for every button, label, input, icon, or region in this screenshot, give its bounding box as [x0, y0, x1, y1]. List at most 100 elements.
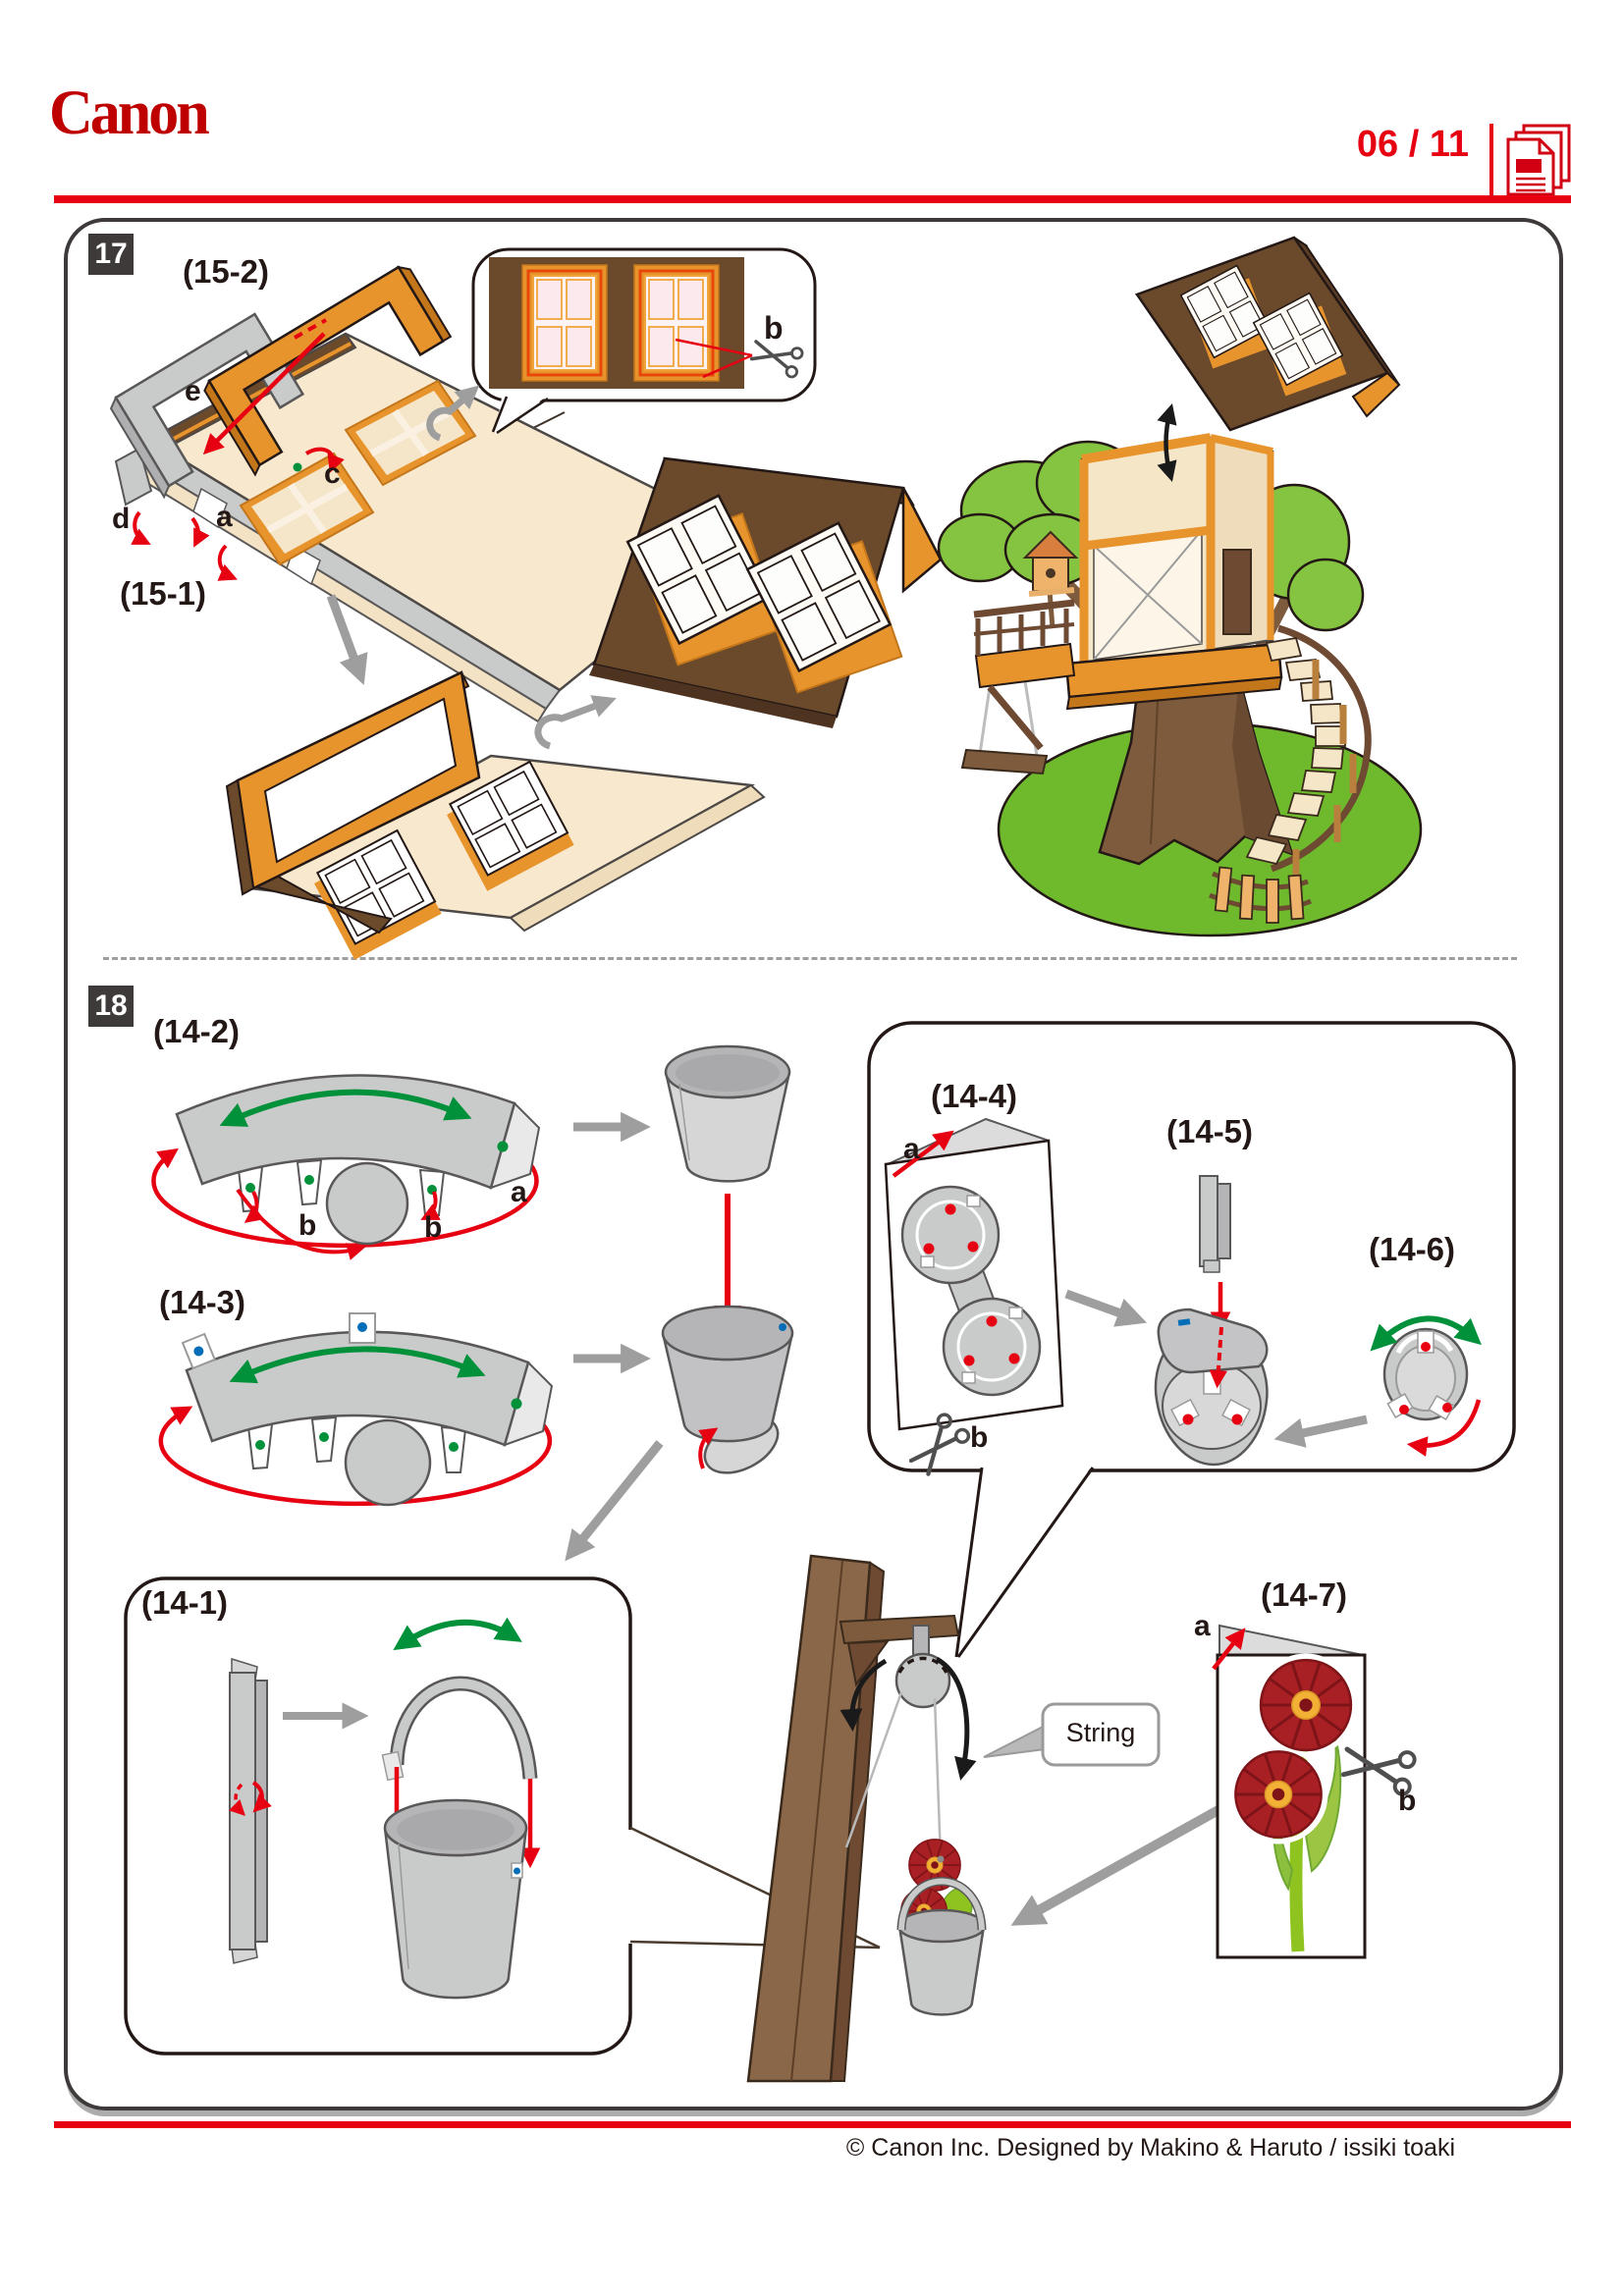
roof-window-right — [745, 521, 903, 694]
fold-line-dashed — [294, 318, 327, 340]
floating-roof — [1134, 236, 1401, 432]
header-rule — [54, 195, 1571, 203]
to-panel-arrow — [565, 1440, 664, 1562]
ring-label-b-right: b — [424, 1211, 443, 1244]
footer-rule — [54, 2121, 1571, 2128]
page-thumbnail — [1516, 159, 1542, 173]
handle-strip-flat — [228, 1657, 272, 1964]
dumbbell-piece — [900, 1185, 1042, 1397]
pulley-on-post — [894, 1652, 951, 1709]
canon-logo: Canon — [49, 78, 210, 148]
pulley-card-14-4 — [884, 1117, 1064, 1480]
fold-arrow-a — [190, 516, 210, 548]
header-divider-line — [1489, 124, 1493, 198]
axle-label-b: b — [970, 1421, 989, 1454]
point-label-c: c — [324, 457, 341, 490]
page-number: 06 / 11 — [1356, 124, 1469, 165]
point-label-d: d — [112, 503, 131, 535]
flower-label-b: b — [1398, 1785, 1417, 1817]
step18-illustration — [124, 1021, 1516, 2083]
insert-arrow-e — [202, 332, 326, 455]
axle-label-a: a — [903, 1133, 920, 1165]
callout-window-left — [521, 264, 608, 382]
string-right — [933, 1697, 943, 1860]
callout-window-right — [633, 264, 720, 382]
wrap-around-arrow — [151, 1148, 539, 1249]
string-callout-box — [983, 1702, 1161, 1767]
part-label-15-1: (15-1) — [120, 575, 207, 612]
part-label-14-3: (14-3) — [159, 1284, 246, 1320]
roof-panel-15-1 — [114, 332, 752, 723]
birdhouse — [1022, 530, 1079, 629]
part-label-14-4: (14-4) — [931, 1078, 1018, 1114]
floating-roof-window-right — [1252, 292, 1347, 397]
fold-bottom-arrow — [697, 1427, 719, 1469]
cut-label-b: b — [764, 310, 784, 346]
step-divider-dashed — [103, 957, 1517, 960]
spiral-stairs — [1209, 624, 1372, 924]
curve-direction-arrow — [219, 1089, 472, 1127]
string-path-arrow-left — [839, 1658, 888, 1733]
flower-label-a: a — [1194, 1610, 1211, 1642]
next-step-arrow-down — [326, 594, 368, 686]
ring-strip-14-2 — [151, 1074, 541, 1260]
ring-label-b-left: b — [298, 1209, 317, 1242]
ring-strip-14-3 — [158, 1312, 554, 1507]
page-text-lines — [1516, 177, 1545, 192]
rotate-arrow-green — [1370, 1315, 1482, 1352]
flip-over-arrow-top — [426, 385, 480, 442]
flip-over-arrow-bottom — [534, 695, 617, 750]
hanging-flower-bucket — [896, 1839, 987, 2016]
part-label-15-2: (15-2) — [183, 253, 270, 290]
flower-artwork — [1228, 1653, 1358, 1952]
part-label-14-5: (14-5) — [1166, 1113, 1254, 1149]
footer-copyright: © Canon Inc. Designed by Makino & Haruto… — [845, 2134, 1455, 2162]
swing-arrow-green — [393, 1617, 522, 1651]
point-label-a: a — [216, 501, 233, 533]
ring-label-a: a — [511, 1176, 527, 1208]
instruction-panel — [64, 218, 1563, 2110]
assemble-arrow-4 — [1273, 1415, 1368, 1448]
bucket-body — [661, 1305, 794, 1474]
swing — [960, 680, 1049, 775]
folded-window-right — [446, 760, 574, 891]
fold-arrow-d — [131, 510, 151, 545]
panel-window-left — [239, 452, 375, 566]
page-dogear — [1538, 139, 1553, 155]
string-path-arrow-right — [935, 1656, 977, 1781]
wrap-around-arrow — [158, 1406, 553, 1507]
part-label-14-2: (14-2) — [153, 1013, 241, 1049]
pulley-assembly — [1154, 1308, 1269, 1467]
folded-roof-assembly — [225, 670, 766, 960]
treehouse — [937, 236, 1423, 937]
window-detail-callout — [471, 247, 817, 435]
curve-direction-arrow — [229, 1346, 486, 1384]
step-17-badge: 17 — [88, 234, 134, 275]
attach-detach-arrow — [1157, 403, 1177, 482]
assemble-arrow-3 — [1064, 1289, 1148, 1327]
pulley-detail-callout — [867, 1021, 1516, 1659]
flower-card-14-7 — [1212, 1624, 1416, 1959]
part-label-14-1: (14-1) — [141, 1584, 229, 1621]
bucket-panel-14-1 — [124, 1576, 632, 2056]
fold-arrow-edge — [217, 544, 238, 581]
rotate-arrow-red — [1406, 1399, 1482, 1457]
well-post-scene — [746, 1554, 1228, 2083]
house-body — [1064, 433, 1283, 711]
panel-bucket — [383, 1798, 528, 2000]
glue-dot-green — [293, 462, 302, 472]
string-callout-label: String — [1065, 1718, 1136, 1747]
step17-illustration — [109, 236, 1423, 960]
document-pages-icon — [1506, 124, 1571, 196]
part-label-14-7: (14-7) — [1261, 1576, 1348, 1613]
flower-to-bucket-arrow — [1010, 1801, 1228, 1926]
bucket-ring — [664, 1044, 791, 1183]
balcony — [973, 599, 1076, 751]
part-label-14-6: (14-6) — [1369, 1231, 1456, 1267]
floating-roof-window-left — [1179, 264, 1274, 369]
string-left — [844, 1691, 903, 1848]
point-label-e: e — [185, 375, 201, 407]
roof-piece-assembled — [589, 456, 943, 728]
step-18-badge: 18 — [88, 986, 134, 1027]
